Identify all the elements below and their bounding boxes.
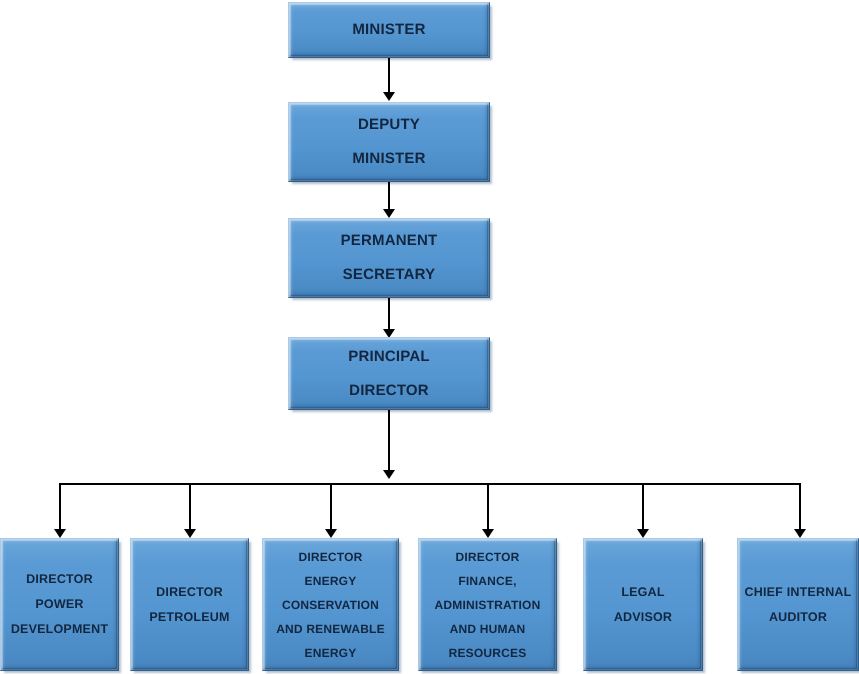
distribution-bus [60,483,801,485]
node-legal-advisor[interactable]: LEGAL ADVISOR [583,538,703,671]
node-minister[interactable]: MINISTER [288,2,490,58]
connector-bus-power [59,483,61,533]
node-director-energy-conservation-label: DIRECTOR ENERGY CONSERVATION AND RENEWAB… [276,549,385,660]
connector-bus-energy [330,483,332,533]
node-principal-director-label: PRINCIPAL DIRECTOR [348,347,430,399]
node-deputy-minister[interactable]: DEPUTY MINISTER [288,102,490,182]
node-principal-director[interactable]: PRINCIPAL DIRECTOR [288,337,490,410]
connector-bus-finance [487,483,489,533]
arrowhead-legal [637,529,649,538]
connector-minister-deputy [388,58,390,96]
connector-bus-legal [642,483,644,533]
arrowhead-permsec [383,209,395,218]
arrowhead-finance [482,529,494,538]
node-chief-internal-auditor[interactable]: CHIEF INTERNAL AUDITOR [737,538,859,671]
node-director-finance-administration[interactable]: DIRECTOR FINANCE, ADMINISTRATION AND HUM… [418,538,557,671]
connector-permsec-principal [388,298,390,334]
node-deputy-minister-label: DEPUTY MINISTER [352,116,426,167]
arrowhead-principal [383,329,395,338]
arrowhead-petroleum [184,529,196,538]
node-director-finance-administration-label: DIRECTOR FINANCE, ADMINISTRATION AND HUM… [434,549,541,660]
node-permanent-secretary-label: PERMANENT SECRETARY [340,232,438,283]
node-chief-internal-auditor-label: CHIEF INTERNAL AUDITOR [744,584,852,624]
connector-principal-bus [388,410,390,474]
node-director-power-development[interactable]: DIRECTOR POWER DEVELOPMENT [0,538,119,671]
node-minister-label: MINISTER [352,21,426,38]
node-director-energy-conservation[interactable]: DIRECTOR ENERGY CONSERVATION AND RENEWAB… [262,538,399,671]
node-director-petroleum-label: DIRECTOR PETROLEUM [149,584,230,624]
arrowhead-deputy [383,92,395,101]
node-director-petroleum[interactable]: DIRECTOR PETROLEUM [130,538,249,671]
connector-bus-auditor [799,483,801,533]
node-legal-advisor-label: LEGAL ADVISOR [613,584,673,624]
arrowhead-bus [383,470,395,479]
connector-deputy-permsec [388,182,390,213]
arrowhead-energy [325,529,337,538]
arrowhead-power [54,529,66,538]
connector-bus-petroleum [189,483,191,533]
arrowhead-auditor [794,529,806,538]
node-director-power-development-label: DIRECTOR POWER DEVELOPMENT [10,572,109,636]
node-permanent-secretary[interactable]: PERMANENT SECRETARY [288,218,490,298]
